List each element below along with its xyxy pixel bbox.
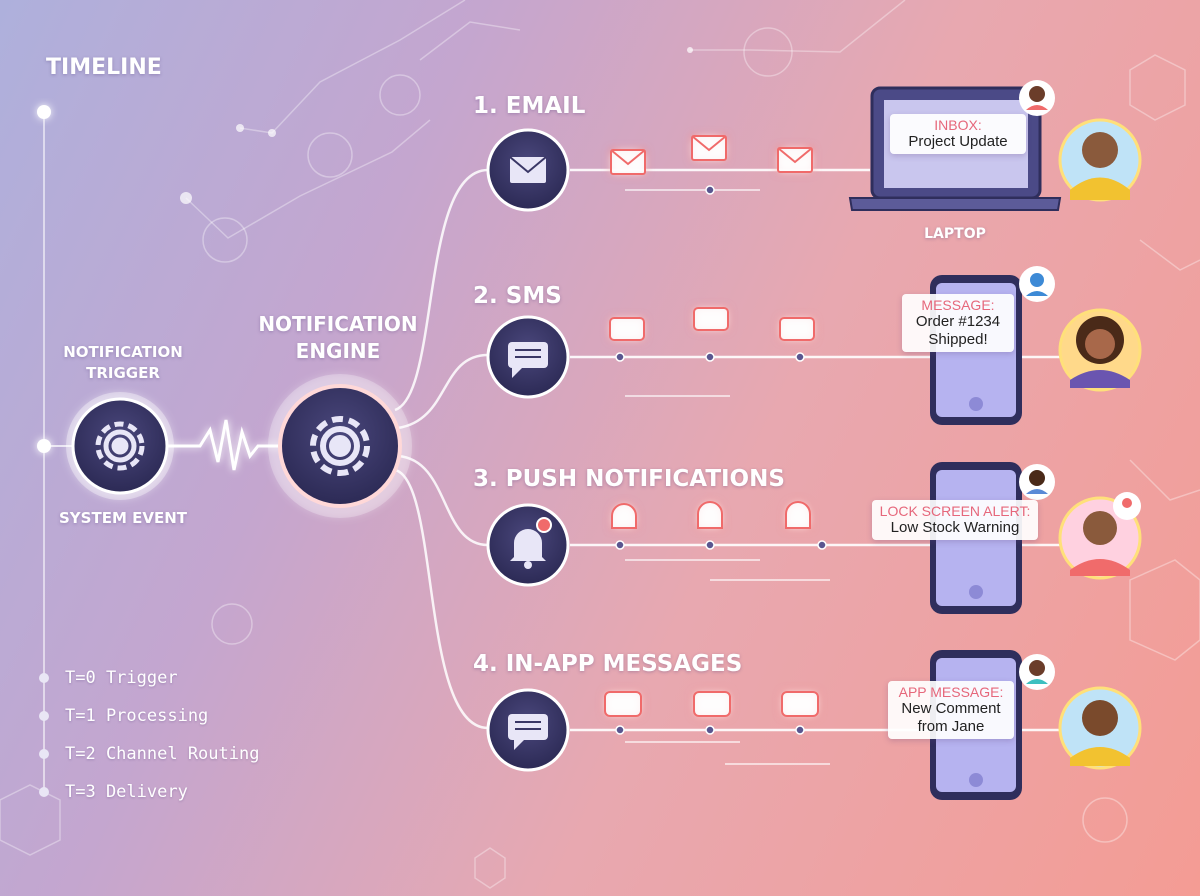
timeline-step: T=0 Trigger xyxy=(36,659,259,697)
bell-icon xyxy=(697,501,723,529)
avatar xyxy=(1113,492,1141,520)
bell-icon xyxy=(510,529,546,569)
engine-node xyxy=(268,374,412,518)
avatar xyxy=(1019,80,1055,116)
inbox-card: INBOX: Project Update xyxy=(890,114,1026,154)
bell-icon xyxy=(611,503,637,529)
message-icon xyxy=(604,691,642,717)
message-icon xyxy=(781,691,819,717)
push-card: LOCK SCREEN ALERT: Low Stock Warning xyxy=(872,500,1038,540)
sms-node xyxy=(486,315,570,399)
push-node xyxy=(486,503,570,587)
chat-bubble-icon xyxy=(779,317,815,341)
envelope-icon xyxy=(691,135,727,161)
chat-bubble-icon xyxy=(508,342,548,378)
envelope-icon xyxy=(610,149,646,175)
avatar xyxy=(1019,464,1055,500)
alert-badge xyxy=(536,517,552,533)
envelope-icon xyxy=(777,147,813,173)
channel-title-sms: 2. SMS xyxy=(473,283,562,309)
message-icon xyxy=(693,691,731,717)
envelope-icon xyxy=(509,156,547,183)
signal-waveform xyxy=(165,419,285,471)
avatar xyxy=(1058,686,1142,770)
trigger-caption: SYSTEM EVENT xyxy=(59,509,187,527)
gear-icon xyxy=(310,416,370,476)
email-node xyxy=(486,128,570,212)
app-message-card: APP MESSAGE: New Comment from Jane xyxy=(888,681,1014,739)
channel-title-push: 3. PUSH NOTIFICATIONS xyxy=(473,466,785,492)
branch-sms xyxy=(397,353,489,430)
timeline-step: T=3 Delivery xyxy=(36,773,259,811)
chat-bubble-icon xyxy=(609,317,645,341)
bell-icon xyxy=(785,501,811,529)
timeline-step: T=2 Channel Routing xyxy=(36,735,259,773)
timeline-step: T=1 Processing xyxy=(36,697,259,735)
laptop-label: LAPTOP xyxy=(924,226,986,242)
trigger-title: NOTIFICATION TRIGGER xyxy=(63,343,183,382)
branch-push xyxy=(397,454,489,547)
gear-icon xyxy=(95,421,145,471)
timeline-title: TIMELINE xyxy=(46,55,162,80)
channel-title-email: 1. EMAIL xyxy=(473,93,586,119)
branch-inapp xyxy=(394,468,489,730)
engine-title: NOTIFICATION ENGINE xyxy=(258,312,418,363)
timeline-steps: T=0 Trigger T=1 Processing T=2 Channel R… xyxy=(36,659,259,811)
inapp-node xyxy=(486,688,570,772)
sms-card: MESSAGE: Order #1234 Shipped! xyxy=(902,294,1014,352)
timeline-node-top xyxy=(37,105,51,119)
avatar xyxy=(1058,308,1142,392)
trigger-node xyxy=(66,392,174,500)
branch-email xyxy=(394,168,489,412)
avatar xyxy=(1058,118,1142,202)
message-icon xyxy=(508,714,548,750)
avatar xyxy=(1019,266,1055,302)
channel-title-inapp: 4. IN-APP MESSAGES xyxy=(473,651,743,677)
chat-bubble-icon xyxy=(693,307,729,331)
avatar xyxy=(1019,654,1055,690)
